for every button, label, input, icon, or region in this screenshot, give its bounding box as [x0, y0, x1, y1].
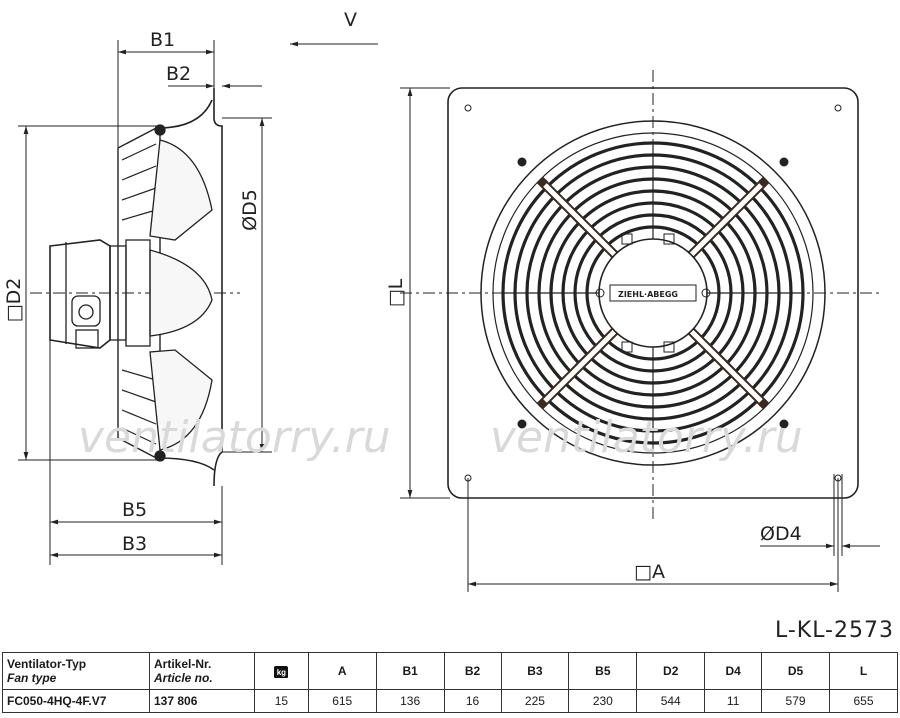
spec-table: Ventilator-Typ Fan type Artikel-Nr. Arti…: [2, 652, 898, 713]
header-d4: D4: [704, 652, 763, 690]
header-d5: D5: [761, 652, 830, 690]
label-b5: B5: [122, 499, 147, 521]
header-l: L: [829, 652, 898, 690]
header-b1: B1: [375, 652, 445, 690]
label-d4: ØD4: [760, 523, 802, 545]
cell-b3: 225: [500, 689, 570, 713]
label-d5: ØD5: [239, 189, 261, 231]
view-arrow-label: V: [344, 9, 357, 31]
drawing-code: L-KL-2573: [774, 618, 894, 643]
label-l: □L: [385, 278, 407, 307]
header-type-en: Fan type: [7, 671, 57, 685]
cell-d2: 544: [636, 689, 706, 713]
label-b1: B1: [150, 29, 175, 51]
cell-b5: 230: [568, 689, 638, 713]
brand-label: ZIEHL·ABEGG: [618, 290, 678, 299]
watermark-left: ventilatorry.ru: [78, 412, 391, 463]
header-b5: B5: [568, 652, 638, 690]
cell-type: FC050-4HQ-4F.V7: [2, 689, 150, 713]
header-article: Artikel-Nr. Article no.: [149, 652, 255, 690]
label-b3: B3: [122, 533, 147, 555]
cell-d4: 11: [704, 689, 763, 713]
header-a: A: [307, 652, 377, 690]
header-fan-type: Ventilator-Typ Fan type: [2, 652, 150, 690]
header-b3: B3: [500, 652, 570, 690]
cell-l: 655: [829, 689, 898, 713]
cell-a: 615: [307, 689, 377, 713]
header-type-de: Ventilator-Typ: [7, 657, 87, 671]
header-weight: kg: [254, 652, 309, 690]
header-d2: D2: [636, 652, 706, 690]
front-view: [400, 70, 880, 520]
cell-d5: 579: [761, 689, 830, 713]
weight-icon: kg: [274, 666, 289, 678]
label-a: □A: [634, 561, 665, 583]
technical-drawing: B1 B2 □D2 ØD5 B5 B3 V: [3, 9, 880, 592]
table-row: FC050-4HQ-4F.V7 137 806 15 615 136 16 22…: [2, 689, 898, 713]
cell-kg: 15: [254, 689, 309, 713]
watermark-right: ventilatorry.ru: [490, 412, 803, 463]
front-dimensions: [400, 87, 880, 592]
header-art-en: Article no.: [154, 671, 213, 685]
side-dimensions: [18, 40, 378, 565]
header-art-de: Artikel-Nr.: [154, 657, 212, 671]
header-b2: B2: [443, 652, 502, 690]
label-b2: B2: [166, 63, 191, 85]
cell-b1: 136: [375, 689, 445, 713]
cell-b2: 16: [443, 689, 502, 713]
label-d2: □D2: [3, 278, 25, 323]
cell-article: 137 806: [149, 689, 255, 713]
table-header-row: Ventilator-Typ Fan type Artikel-Nr. Arti…: [2, 652, 898, 690]
